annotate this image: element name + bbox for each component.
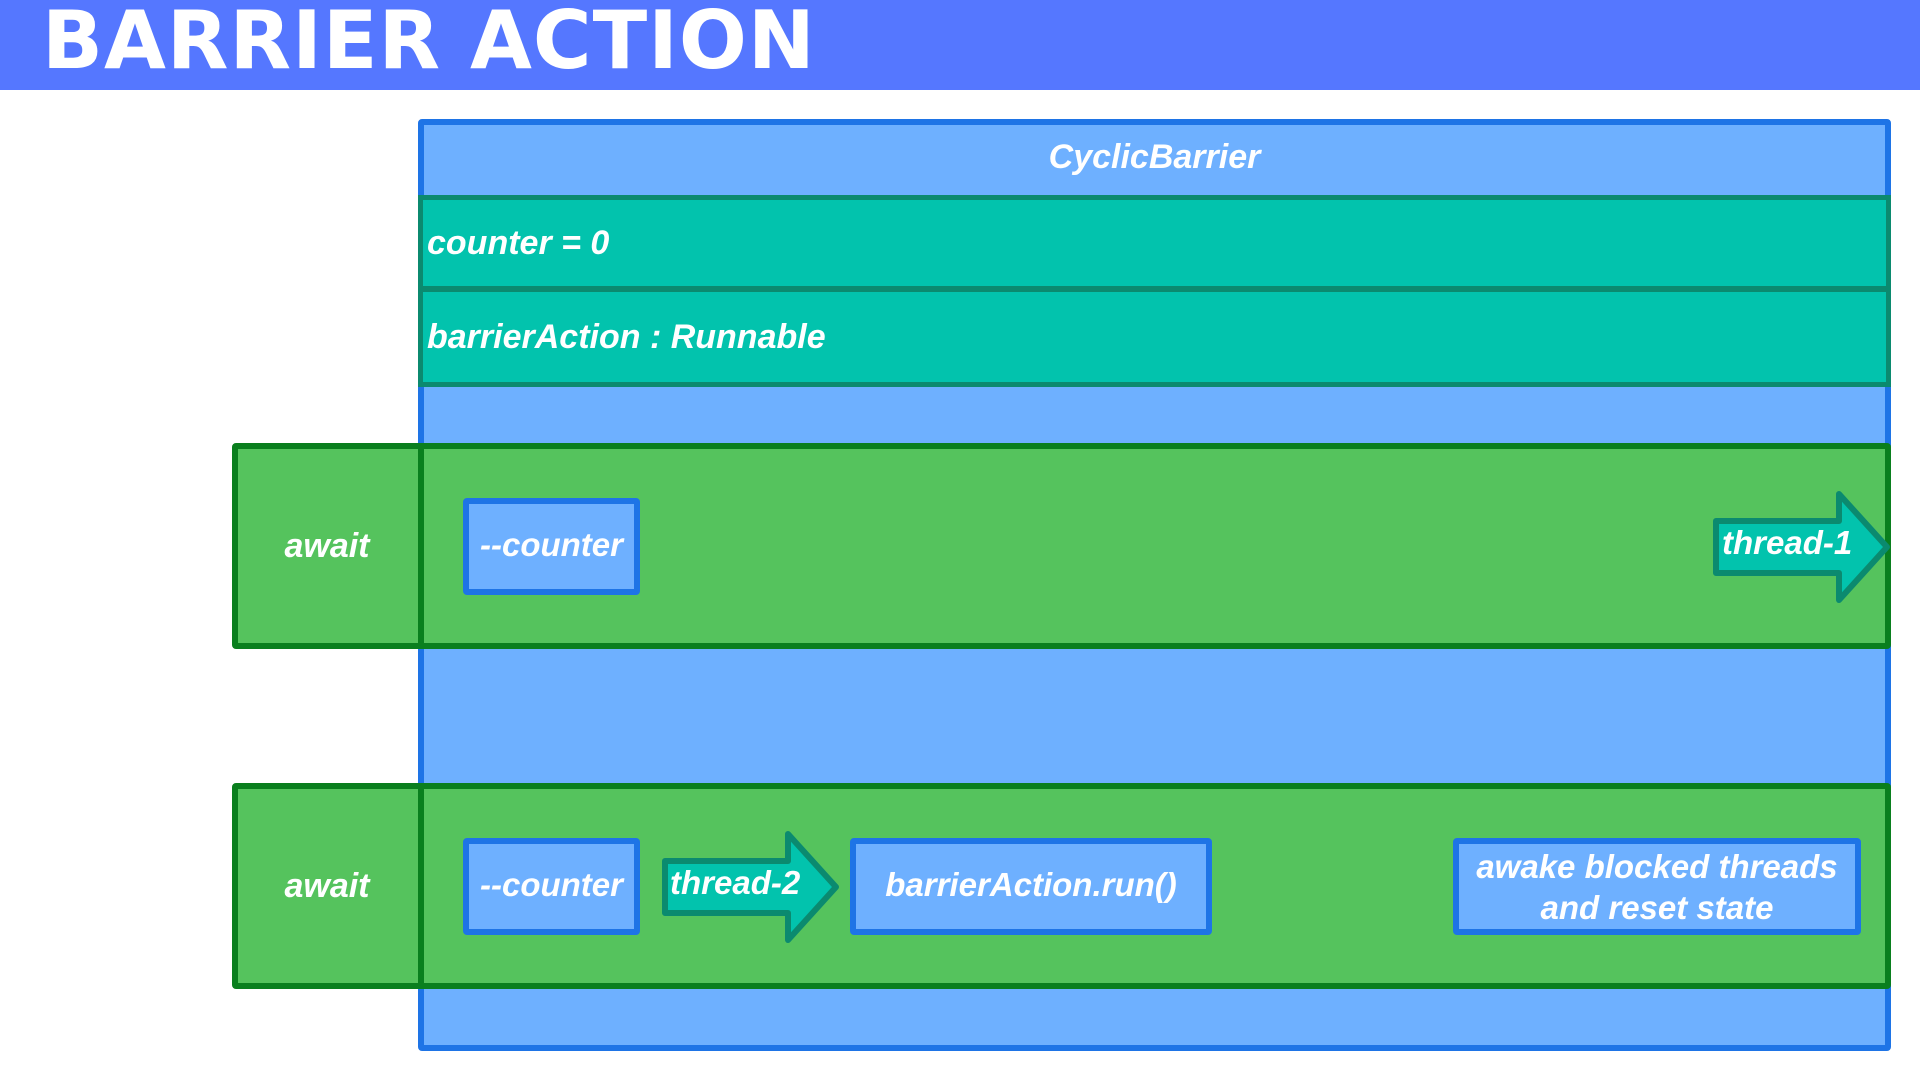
decrement-counter-box-1: --counter (463, 498, 640, 595)
thread-1-label: thread-1 (1722, 524, 1853, 561)
barrier-action-field: barrierAction : Runnable (418, 287, 1891, 387)
counter-field: counter = 0 (418, 195, 1891, 291)
await-lane-1-divider (418, 443, 424, 649)
await-lane-2-divider (418, 783, 424, 989)
thread-2-label: thread-2 (670, 864, 801, 901)
decrement-counter-box-2: --counter (463, 838, 640, 935)
cyclic-barrier-title: CyclicBarrier (1048, 138, 1261, 176)
await-label-1: await (284, 527, 370, 565)
thread-2-arrow (662, 831, 839, 943)
barrier-action-run-box: barrierAction.run() (850, 838, 1212, 935)
title-banner: BARRIER ACTION (0, 0, 1920, 90)
awake-threads-box: awake blocked threads and reset state (1453, 838, 1861, 935)
page-title: BARRIER ACTION (42, 0, 816, 87)
thread-1-arrow (1713, 491, 1890, 603)
await-label-2: await (284, 867, 370, 905)
